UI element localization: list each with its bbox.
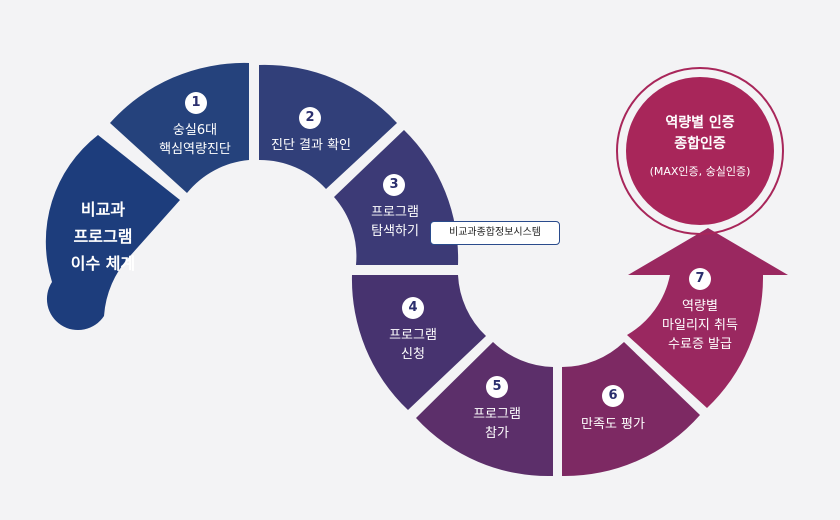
- step-5-shape: [416, 342, 553, 477]
- step-4-number: 4: [402, 297, 424, 319]
- step-1-shape: [110, 62, 249, 193]
- goal-subtitle: (MAX인증, 숭실인증): [649, 165, 751, 178]
- step-6-number: 6: [602, 385, 624, 407]
- start-label: 비교과 프로그램 이수 체계: [70, 200, 136, 273]
- step-1-number: 1: [185, 92, 207, 114]
- start-shape: [45, 135, 180, 331]
- step-3-label: 프로그램 탐색하기: [371, 205, 419, 239]
- step-7-label: 역량별 마일리지 취득 수료증 발급: [662, 299, 738, 352]
- step-4-shape: [351, 275, 486, 410]
- step-6-label: 만족도 평가: [581, 417, 645, 432]
- step-5-number: 5: [486, 376, 508, 398]
- step-6-shape: [562, 342, 700, 477]
- step-1-label: 숭실6대 핵심역량진단: [159, 123, 231, 157]
- step-3-shape: [334, 130, 459, 265]
- goal-title: 역량별 인증 종합인증: [665, 115, 735, 152]
- goal-circle-ring: 역량별 인증 종합인증 (MAX인증, 숭실인증): [616, 67, 784, 235]
- info-system-tag[interactable]: 비교과종합정보시스템: [430, 221, 560, 245]
- step-5-label: 프로그램 참가: [473, 407, 521, 441]
- goal-circle: 역량별 인증 종합인증 (MAX인증, 숭실인증): [626, 77, 774, 225]
- step-4-label: 프로그램 신청: [389, 328, 437, 362]
- step-2-number: 2: [299, 107, 321, 129]
- step-7-shape: [627, 228, 788, 408]
- step-7-number: 7: [689, 268, 711, 290]
- step-2-shape: [259, 64, 397, 189]
- step-2-label: 진단 결과 확인: [270, 138, 352, 153]
- step-3-number: 3: [383, 174, 405, 196]
